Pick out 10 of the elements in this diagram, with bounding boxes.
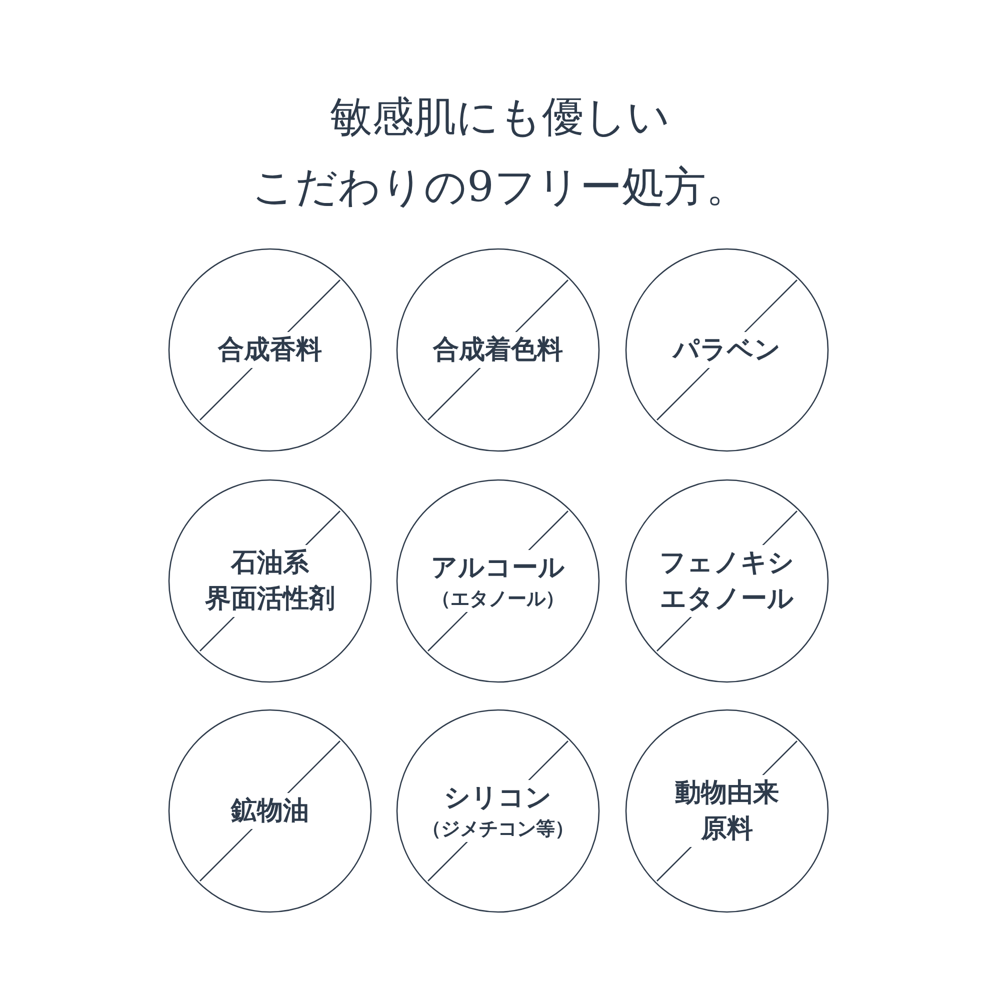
crossed-out-circle bbox=[168, 709, 372, 913]
crossed-out-circle bbox=[625, 709, 829, 913]
crossed-out-circle bbox=[168, 479, 372, 683]
crossed-out-circle bbox=[396, 709, 600, 913]
crossed-out-circle bbox=[396, 479, 600, 683]
crossed-out-circle bbox=[396, 248, 600, 452]
crossed-out-circle bbox=[625, 479, 829, 683]
crossed-out-circle bbox=[168, 248, 372, 452]
heading: 敏感肌にも優しいこだわりの9フリー処方。 bbox=[251, 91, 749, 213]
crossed-out-circle bbox=[625, 248, 829, 452]
